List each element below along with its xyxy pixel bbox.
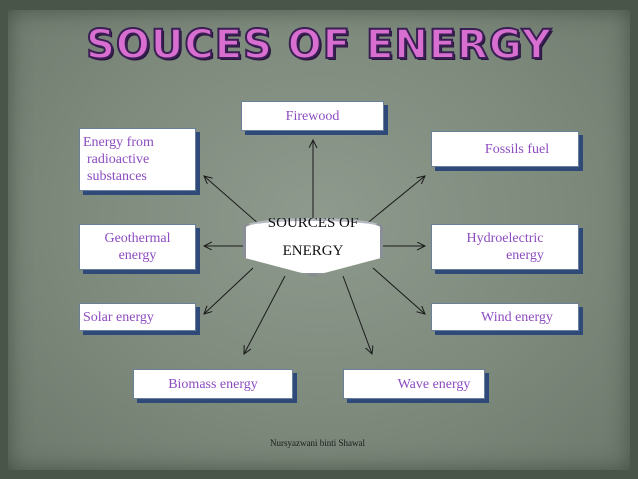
arrow-to-biomass (244, 275, 286, 354)
node-radioactive-energy: Energy from radioactive substances (79, 128, 196, 191)
node-firewood: Firewood (241, 101, 384, 131)
node-geothermal-energy: Geothermal energy (79, 224, 196, 270)
node-biomass-energy: Biomass energy (133, 369, 293, 399)
arrow-to-radioactive (204, 176, 261, 226)
arrow-to-wave (342, 275, 372, 354)
center-node: SOURCES OF ENERGY (243, 218, 383, 276)
node-wave-energy: Wave energy (343, 369, 485, 399)
arrow-to-fossils (364, 176, 425, 226)
slide-title: SOUCES OF ENERGY (85, 21, 552, 69)
node-fossils-fuel: Fossils fuel (431, 131, 579, 167)
node-hydroelectric-energy: Hydroelectric energy (431, 224, 579, 270)
arrow-to-solar (204, 267, 254, 314)
node-wind-energy: Wind energy (431, 303, 579, 331)
author-footer: Nursyazwani binti Shawal (270, 438, 365, 448)
node-solar-energy: Solar energy (79, 303, 196, 331)
arrow-to-wind (372, 267, 425, 314)
